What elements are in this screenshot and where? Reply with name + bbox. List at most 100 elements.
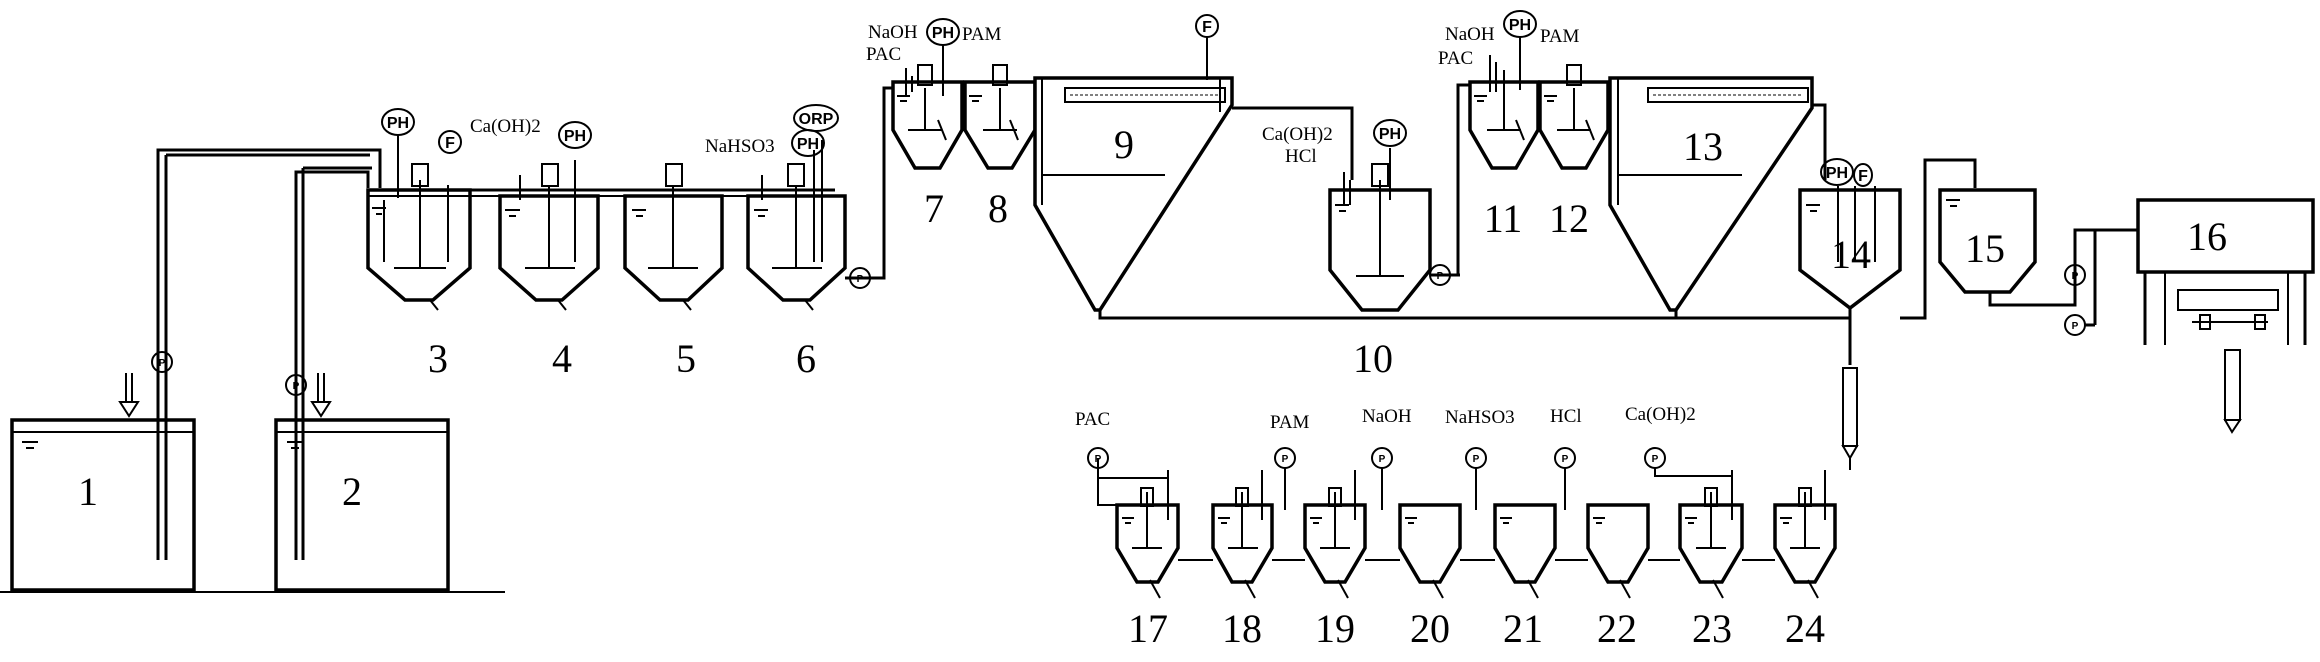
unit-label-4: 4	[552, 336, 572, 381]
pipe-10-to-11	[1450, 83, 1475, 277]
svg-text:PH: PH	[564, 128, 586, 145]
pump-icon: P	[1087, 447, 1109, 469]
pipe-9-to-10	[1232, 106, 1354, 180]
pump-icon: P	[1274, 447, 1296, 469]
pipe-13-to-14	[1812, 103, 1827, 180]
tank-20	[1398, 503, 1462, 599]
pump-icon: P	[2064, 314, 2086, 336]
reactor-6	[746, 140, 847, 311]
pump-icon: P	[151, 351, 173, 373]
svg-text:PH: PH	[932, 25, 954, 42]
reagent-label-caoh2-10: Ca(OH)2	[1262, 124, 1333, 145]
tank-24	[1773, 470, 1837, 599]
unit-label-17: 17	[1128, 606, 1168, 651]
tank-21	[1493, 503, 1557, 599]
reagent-label-caoh2-23: Ca(OH)2	[1625, 404, 1696, 425]
unit-label-19: 19	[1315, 606, 1355, 651]
unit-label-5: 5	[676, 336, 696, 381]
ph-gauge-icon: PH	[1373, 119, 1407, 147]
unit-label-13: 13	[1683, 124, 1723, 169]
reactor-4	[498, 160, 600, 311]
mixing-tank-11	[1468, 55, 1540, 170]
pipe-6-to-7	[870, 86, 898, 280]
reagent-label-hcl-22: HCl	[1550, 406, 1582, 427]
pipe-14-to-15	[1900, 158, 1977, 320]
reactor-5	[623, 163, 724, 311]
tank-2	[274, 168, 450, 592]
mixing-tank-8	[963, 64, 1037, 170]
pump-label: P	[293, 381, 300, 392]
unit-label-15: 15	[1965, 226, 2005, 271]
unit-label-11: 11	[1484, 196, 1523, 241]
tank-18	[1211, 470, 1274, 599]
svg-text:P: P	[2072, 271, 2079, 282]
unit-label-22: 22	[1597, 606, 1637, 651]
unit-label-6: 6	[796, 336, 816, 381]
sludge-tube	[1841, 367, 1859, 470]
ph-gauge-icon: PH	[1503, 10, 1537, 38]
unit-label-2: 2	[342, 469, 362, 514]
mixing-tank-7	[891, 64, 964, 170]
flow-meter-icon: F	[1195, 14, 1219, 38]
tank-14	[1798, 186, 1902, 311]
tank-1	[10, 155, 196, 592]
orp-gauge-icon: ORP	[793, 104, 839, 132]
svg-text:PH: PH	[1509, 17, 1531, 34]
reagent-label-nahso3: NaHSO3	[705, 136, 775, 157]
reagent-label-caoh2: Ca(OH)2	[470, 116, 541, 137]
unit-label-12: 12	[1549, 196, 1589, 241]
ph-adjust-tank-10	[1328, 148, 1432, 312]
svg-text:P: P	[1652, 454, 1659, 465]
mixing-tank-12	[1538, 64, 1610, 170]
unit-label-1: 1	[78, 469, 98, 514]
tank-15	[1938, 188, 2037, 294]
feed-pipe-1	[156, 148, 382, 188]
unit-label-8: 8	[988, 186, 1008, 231]
unit-label-3: 3	[428, 336, 448, 381]
unit-label-14: 14	[1831, 232, 1871, 277]
svg-text:P: P	[1282, 454, 1289, 465]
clarifier-13	[1608, 76, 1814, 312]
ph-gauge-icon: PH	[791, 129, 825, 157]
reactor-3	[366, 163, 472, 311]
reagent-label-pam: PAM	[962, 24, 1002, 45]
reagent-label-hcl: HCl	[1285, 146, 1317, 167]
reagent-label-nahso3-21: NaHSO3	[1445, 407, 1515, 428]
evaporator-16	[2136, 198, 2315, 434]
unit-label-23: 23	[1692, 606, 1732, 651]
pump-label: P	[159, 358, 166, 369]
svg-text:PH: PH	[1379, 126, 1401, 143]
ph-gauge-icon: PH	[926, 18, 960, 46]
unit-label-24: 24	[1785, 606, 1825, 651]
ph-gauge-icon: PH	[1820, 158, 1854, 186]
reagent-label-pam-12: PAM	[1540, 26, 1580, 47]
flow-meter-icon: F	[438, 130, 462, 154]
ph-gauge-icon: PH	[381, 108, 415, 136]
tank-19	[1303, 470, 1367, 599]
svg-text:F: F	[1858, 168, 1868, 185]
bottom-tank-row	[1097, 458, 1837, 599]
unit-labels: 1 2 3 4 5 6 7 8 9 10 11 12 13 14 15 16 1…	[78, 122, 2227, 651]
svg-text:F: F	[1202, 19, 1212, 36]
svg-text:P: P	[2072, 321, 2079, 332]
tank-23	[1678, 470, 1744, 599]
unit-label-7: 7	[924, 186, 944, 231]
svg-text:ORP: ORP	[799, 111, 834, 128]
sludge-line	[1098, 308, 1852, 320]
ph-gauge-icon: PH	[558, 121, 592, 149]
svg-text:F: F	[445, 135, 455, 152]
svg-text:PH: PH	[387, 115, 409, 132]
unit-label-9: 9	[1114, 122, 1134, 167]
svg-text:P: P	[1473, 454, 1480, 465]
unit-label-18: 18	[1222, 606, 1262, 651]
reagent-label-naoh: NaOH	[868, 22, 918, 43]
tank-22	[1586, 503, 1650, 599]
svg-text:PH: PH	[1826, 165, 1848, 182]
pump-icon: P	[1554, 447, 1576, 469]
reagent-label-naoh-20: NaOH	[1362, 406, 1412, 427]
svg-text:P: P	[1437, 271, 1444, 282]
pump-icon: P	[1371, 447, 1393, 469]
svg-text:PH: PH	[797, 136, 819, 153]
unit-label-21: 21	[1503, 606, 1543, 651]
